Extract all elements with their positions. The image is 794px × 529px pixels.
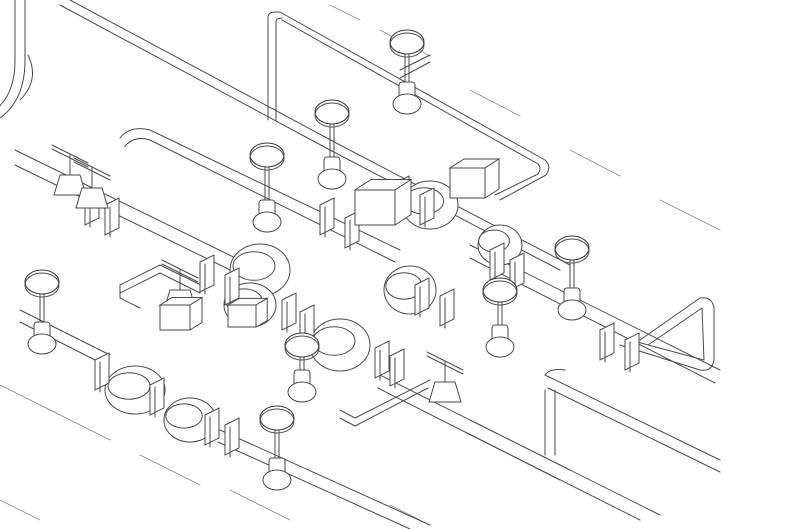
- handwheel-valve: [314, 99, 350, 190]
- pipe-flange: [149, 377, 165, 418]
- tee-handle-valve: [51, 144, 89, 196]
- bypass-loop-pipe: [119, 264, 431, 427]
- valve-components: [24, 29, 640, 491]
- handwheel-valve: [554, 235, 590, 321]
- pipe-flange: [624, 332, 640, 373]
- actuator-housing: [158, 296, 204, 331]
- tee-handle-valve: [426, 351, 464, 403]
- handwheel-valve: [249, 142, 285, 233]
- pipe-flange: [439, 288, 455, 329]
- top-left-bend-pipe: [0, 0, 33, 119]
- pipe-flange: [94, 352, 110, 393]
- handwheel-valve: [24, 269, 60, 355]
- pipe-flange: [489, 242, 505, 283]
- pipe-flange: [599, 322, 615, 363]
- pipe-flange: [414, 277, 430, 318]
- handwheel-valve: [389, 29, 425, 115]
- pipe-flange: [419, 187, 435, 228]
- tee-handle-valve: [73, 157, 111, 209]
- pipe-flange: [199, 254, 215, 295]
- handwheel-valve: [259, 405, 295, 491]
- construction-lines: [0, 4, 721, 521]
- actuator-housing: [226, 297, 270, 328]
- pipe-flange: [281, 292, 297, 333]
- pipe-flange: [224, 417, 240, 458]
- pipe-flange: [389, 348, 405, 389]
- handwheel-valve: [284, 332, 320, 403]
- pipe-flange: [374, 340, 390, 381]
- pipe-flange: [104, 197, 120, 238]
- pipe-flange: [319, 197, 335, 238]
- pipe-flange: [204, 407, 220, 448]
- mid-left-pipe-run: [14, 128, 401, 283]
- lower-pipe-run: [19, 309, 661, 529]
- actuator-housing: [353, 178, 413, 226]
- actuator-housing: [448, 158, 501, 199]
- handwheel-valve: [482, 277, 518, 358]
